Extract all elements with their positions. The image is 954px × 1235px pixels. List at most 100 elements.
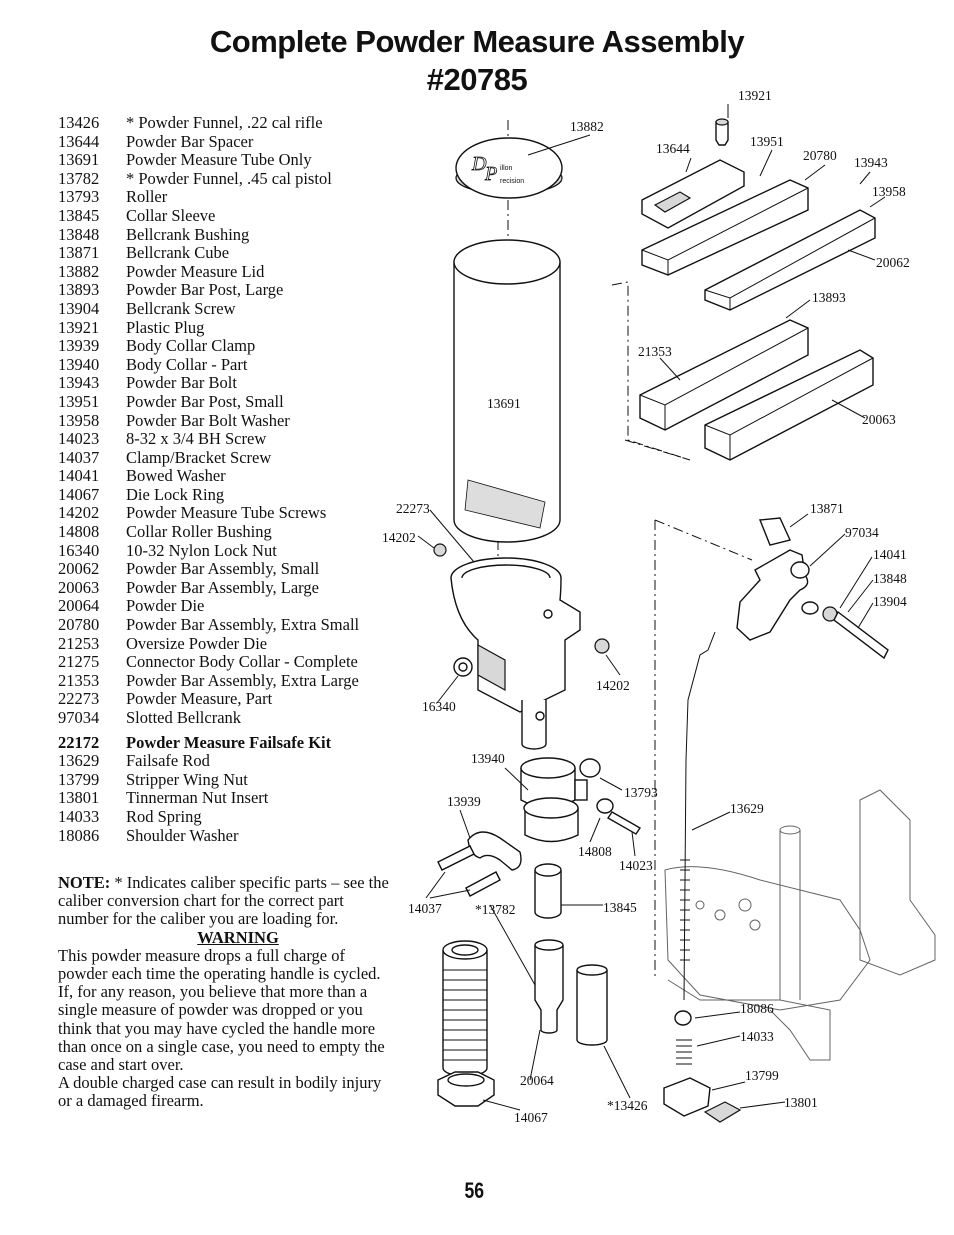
label-13893: 13893 bbox=[812, 290, 846, 305]
part-number: 14202 bbox=[58, 503, 100, 523]
collar-sleeve bbox=[534, 863, 562, 919]
part-number: 13644 bbox=[58, 131, 100, 151]
part-description: Failsafe Rod bbox=[126, 751, 210, 771]
label-97034: 97034 bbox=[845, 525, 879, 540]
part-row: 13940 Body Collar - Part bbox=[58, 354, 359, 375]
part-description: Plastic Plug bbox=[126, 317, 205, 337]
lock-nut bbox=[453, 657, 473, 677]
part-description: Powder Measure Failsafe Kit bbox=[126, 732, 332, 752]
part-description: Slotted Bellcrank bbox=[126, 708, 242, 727]
label-18086: 18086 bbox=[740, 1001, 774, 1016]
label-13904: 13904 bbox=[873, 594, 907, 609]
part-description: Powder Bar Assembly, Large bbox=[126, 577, 319, 597]
label-14808: 14808 bbox=[578, 844, 612, 859]
part-description: Powder Bar Bolt bbox=[126, 373, 237, 393]
part-number: 20063 bbox=[58, 577, 100, 597]
part-description: Powder Measure, Part bbox=[126, 689, 273, 709]
lid-logo-line1: illon bbox=[500, 165, 513, 172]
label-13644: 13644 bbox=[656, 141, 690, 156]
label-13782: *13782 bbox=[475, 902, 516, 917]
powder-bar-extra-small bbox=[641, 179, 809, 276]
part-description: Die Lock Ring bbox=[126, 484, 225, 504]
label-13848: 13848 bbox=[873, 571, 907, 586]
shoulder-washer bbox=[674, 1010, 692, 1026]
part-number: 13943 bbox=[58, 373, 100, 393]
part-description: Powder Bar Post, Large bbox=[126, 280, 284, 300]
rod-spring bbox=[676, 1039, 692, 1065]
part-number: 13904 bbox=[58, 298, 100, 318]
part-description: Powder Measure Tube Only bbox=[126, 150, 312, 170]
powder-measure-body bbox=[450, 557, 581, 750]
label-20063: 20063 bbox=[862, 412, 896, 427]
bh-screw bbox=[607, 811, 641, 835]
svg-text:P: P bbox=[484, 163, 497, 185]
part-description: * Powder Funnel, .22 cal rifle bbox=[126, 113, 323, 132]
warning-heading: WARNING bbox=[197, 927, 279, 947]
label-13629: 13629 bbox=[730, 801, 764, 816]
part-row: 13426 * Powder Funnel, .22 cal rifle bbox=[58, 113, 359, 133]
part-description: Powder Bar Spacer bbox=[126, 131, 254, 151]
funnel-22 bbox=[576, 964, 608, 1046]
label-13882: 13882 bbox=[570, 119, 604, 134]
label-13939: 13939 bbox=[447, 794, 481, 809]
warning-text-2: A double charged case can result in bodi… bbox=[58, 1073, 382, 1111]
label-13426: *13426 bbox=[607, 1098, 648, 1113]
tube-screw-right bbox=[594, 638, 610, 654]
part-row: 20063 Powder Bar Assembly, Large bbox=[58, 577, 359, 598]
label-22273: 22273 bbox=[396, 501, 430, 516]
powder-bar-extra-large bbox=[639, 319, 809, 431]
part-number: 13893 bbox=[58, 280, 100, 300]
part-description: Powder Bar Assembly, Small bbox=[126, 559, 320, 579]
die-lock-ring bbox=[437, 1071, 495, 1107]
label-13801: 13801 bbox=[784, 1095, 818, 1110]
bellcrank-dash bbox=[654, 519, 753, 980]
part-number: 20064 bbox=[58, 596, 100, 616]
part-description: Bellcrank Cube bbox=[126, 243, 230, 263]
part-description: Bowed Washer bbox=[126, 466, 226, 486]
part-description: Rod Spring bbox=[126, 806, 202, 826]
part-number: 20062 bbox=[58, 559, 100, 579]
body-collar-clamp bbox=[467, 831, 522, 871]
label-14202-left: 14202 bbox=[382, 530, 416, 545]
assembly-number: #20785 bbox=[426, 62, 528, 97]
label-13871: 13871 bbox=[810, 501, 844, 516]
label-21353: 21353 bbox=[638, 344, 672, 359]
part-number: 13951 bbox=[58, 391, 100, 411]
notes-section: NOTE: * Indicates caliber specific parts… bbox=[58, 873, 398, 1111]
part-description: Oversize Powder Die bbox=[126, 633, 268, 653]
part-number: 14023 bbox=[58, 429, 100, 449]
label-13943: 13943 bbox=[854, 155, 888, 170]
powder-measure-lid: D P illon recision bbox=[455, 137, 563, 199]
label-13951: 13951 bbox=[750, 134, 784, 149]
part-description: Collar Sleeve bbox=[126, 205, 216, 225]
part-number: 21353 bbox=[58, 670, 100, 690]
part-row: 13782* Powder Funnel, .45 cal pistol bbox=[58, 169, 359, 189]
part-number: 14067 bbox=[58, 484, 100, 504]
part-number: 13940 bbox=[58, 354, 100, 374]
bellcrank-assembly bbox=[736, 517, 889, 660]
press-frame bbox=[664, 789, 936, 1061]
part-number: 13799 bbox=[58, 769, 100, 789]
part-description: Powder Bar Assembly, Extra Small bbox=[126, 615, 360, 635]
part-number: 13801 bbox=[58, 788, 100, 808]
part-number: 13426 bbox=[58, 113, 100, 132]
part-description: Powder Measure Tube Screws bbox=[126, 503, 327, 523]
part-description: Body Collar - Part bbox=[126, 354, 248, 374]
